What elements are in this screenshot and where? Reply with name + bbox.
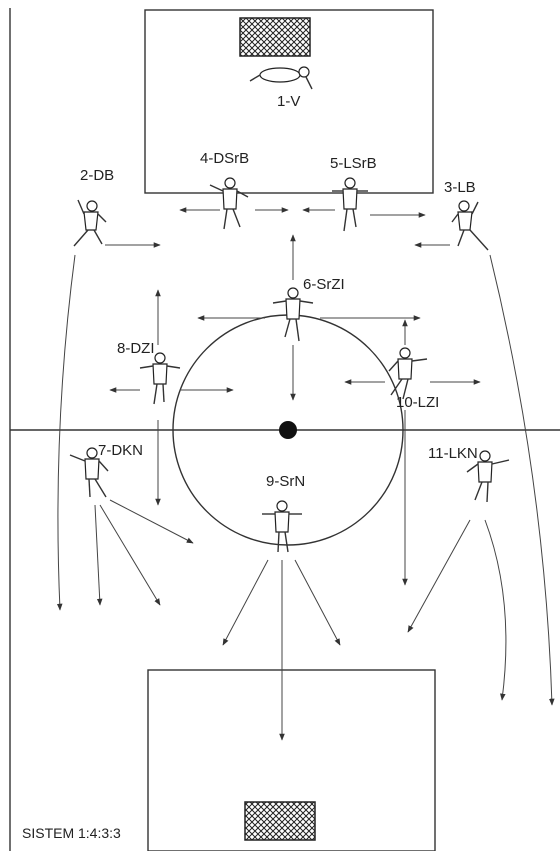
player-figure	[332, 177, 368, 232]
player-figure	[73, 199, 107, 247]
center-spot	[279, 421, 297, 439]
arrow	[294, 559, 341, 646]
player-label-10: 10-LZI	[396, 394, 439, 411]
player-label-11: 11-LKN	[428, 445, 478, 462]
player-labels: 1-V 2-DB 3-LB 4-DSrB 5-LSrB 6-SrZI 7-DKN…	[80, 93, 478, 490]
player-figure	[262, 500, 302, 553]
player-label-6: 6-SrZI	[303, 276, 345, 293]
pitch	[9, 8, 560, 851]
player-label-3: 3-LB	[444, 179, 476, 196]
arrow	[94, 504, 103, 606]
player-figure	[451, 200, 489, 251]
player-label-7: 7-DKN	[98, 442, 143, 459]
arrow	[109, 499, 194, 544]
player-label-4: 4-DSrB	[200, 150, 249, 167]
player-figure	[209, 177, 249, 230]
arrow	[222, 559, 269, 646]
arrow	[99, 504, 161, 606]
arrow	[56, 254, 76, 611]
player-figure	[466, 450, 510, 503]
player-label-1: 1-V	[277, 93, 300, 110]
movement-arrows	[56, 207, 555, 741]
player-figure	[139, 352, 181, 405]
bottom-goal-net	[244, 801, 316, 841]
system-label: SISTEM 1:4:3:3	[22, 825, 121, 841]
player-figure	[249, 66, 313, 90]
arrow	[407, 519, 471, 633]
player-figures	[69, 66, 510, 553]
player-label-9: 9-SrN	[266, 473, 305, 490]
top-goal-net	[239, 17, 311, 57]
player-figure	[388, 347, 428, 400]
bottom-penalty-box	[147, 669, 436, 851]
arrow	[484, 519, 507, 701]
player-figure	[272, 287, 314, 342]
player-label-5: 5-LSrB	[330, 155, 377, 172]
arrow	[489, 254, 555, 706]
player-label-8: 8-DZI	[117, 340, 155, 357]
player-label-2: 2-DB	[80, 167, 114, 184]
player-figure	[69, 447, 109, 498]
top-penalty-box	[144, 9, 434, 194]
